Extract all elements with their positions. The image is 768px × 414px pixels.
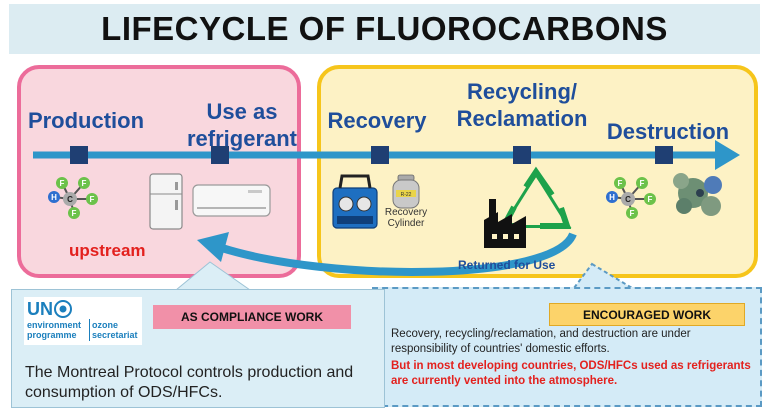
un-logo-text: UN — [27, 299, 53, 319]
fridge-icon — [149, 173, 183, 230]
un-logo-ozone: ozone secretariat — [92, 320, 138, 340]
encouraged-responsibility-text: Recovery, recycling/reclamation, and des… — [391, 328, 691, 355]
fluorocarbon-molecule-destruction-icon: F F H C F F — [606, 177, 656, 219]
return-arrow-curve — [220, 232, 577, 276]
un-emblem-icon — [54, 300, 72, 318]
montreal-protocol-text: The Montreal Protocol controls productio… — [25, 364, 354, 401]
recovery-cylinder-label: Recovery Cylinder — [383, 207, 429, 229]
stage-production-label: Production — [27, 108, 145, 133]
timeline-arrow-head — [715, 140, 740, 170]
stage-destruction-label: Destruction — [606, 119, 730, 144]
recovery-cylinder-line1: Recovery — [384, 207, 428, 218]
stage-use-line1: Use as — [206, 99, 278, 124]
stage-recycling-label: Recycling/ Reclamation — [452, 78, 592, 132]
node-recovery — [371, 146, 389, 164]
node-destruction — [655, 146, 673, 164]
recovery-cylinder-icon: R-22 — [392, 174, 420, 209]
factory-icon — [484, 199, 526, 248]
svg-text:F: F — [60, 179, 65, 188]
un-environment-logo: UN environment programme ozone secretari… — [24, 297, 142, 345]
svg-text:H: H — [51, 193, 57, 202]
returned-for-use-label: Returned for Use — [458, 258, 556, 272]
compliance-work-badge: AS COMPLIANCE WORK — [153, 305, 351, 329]
fluorocarbon-molecule-icon: F F H C F F — [48, 177, 98, 219]
stage-recycling-line1: Recycling/ — [466, 79, 578, 104]
destroyed-molecule-icon — [673, 173, 722, 216]
svg-text:F: F — [82, 179, 87, 188]
encouraged-vented-text: But in most developing countries, ODS/HF… — [391, 360, 751, 387]
recovery-cylinder-line2: Cylinder — [387, 218, 425, 229]
svg-text:F: F — [640, 179, 645, 188]
svg-text:C: C — [67, 195, 73, 204]
cylinder-tag: R-22 — [401, 192, 412, 198]
svg-text:H: H — [609, 193, 615, 202]
stage-recovery-label: Recovery — [327, 108, 427, 133]
title-banner: LIFECYCLE OF FLUOROCARBONS — [9, 4, 760, 54]
encouraged-callout-pointer — [572, 262, 636, 289]
encouraged-work-badge: ENCOURAGED WORK — [549, 303, 745, 326]
compliance-callout-pointer — [174, 261, 252, 291]
svg-text:F: F — [648, 195, 653, 204]
air-conditioner-icon — [192, 184, 271, 217]
stage-recycling-line2: Reclamation — [456, 106, 588, 131]
svg-text:F: F — [618, 179, 623, 188]
upstream-box — [17, 65, 301, 278]
return-arrow-head — [197, 232, 229, 262]
stage-use-line2: refrigerant — [186, 126, 298, 151]
upstream-label: upstream — [69, 241, 146, 260]
svg-text:F: F — [630, 209, 635, 218]
svg-text:F: F — [72, 209, 77, 218]
page-title: LIFECYCLE OF FLUOROCARBONS — [101, 10, 668, 47]
svg-text:C: C — [625, 195, 631, 204]
svg-text:F: F — [90, 195, 95, 204]
node-use — [211, 146, 229, 164]
recovery-machine-icon — [332, 174, 378, 229]
stage-use-label: Use as refrigerant — [172, 98, 312, 152]
node-production — [70, 146, 88, 164]
un-logo-programme: environment programme — [27, 320, 82, 340]
node-recycling — [513, 146, 531, 164]
